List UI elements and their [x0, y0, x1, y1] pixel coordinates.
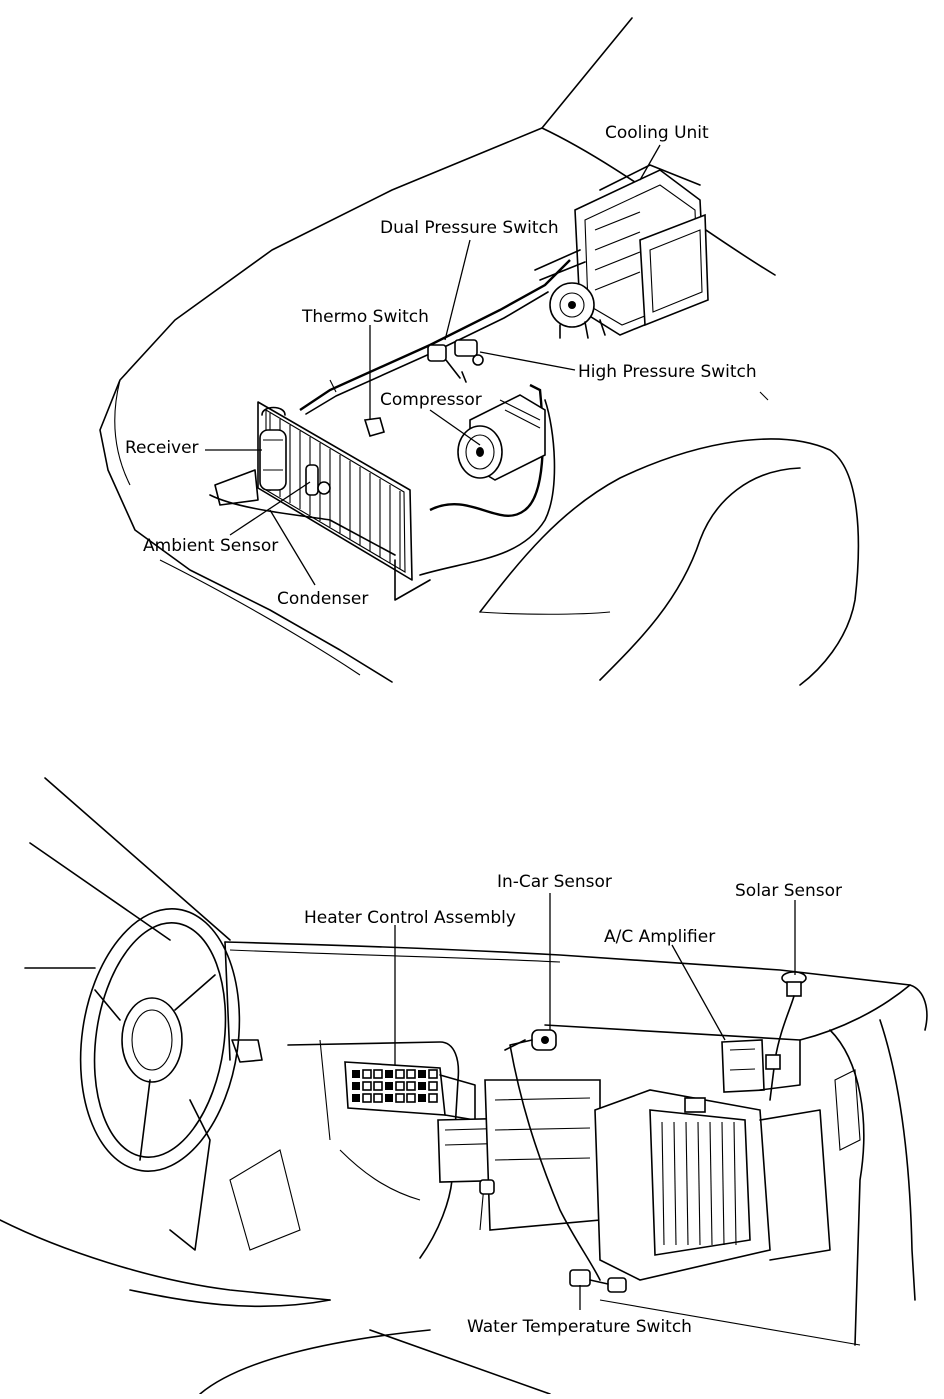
- unit-fin: [673, 1121, 677, 1246]
- control-button: [362, 1093, 372, 1103]
- compressor: [457, 394, 546, 481]
- control-button: [362, 1081, 372, 1091]
- control-button: [418, 1094, 426, 1102]
- control-button: [373, 1069, 383, 1079]
- unit-fin: [697, 1121, 701, 1246]
- unit-fin: [661, 1121, 665, 1246]
- control-button: [395, 1093, 405, 1103]
- cabin-leaders: [394, 893, 796, 1310]
- dash-heater-unit: [437, 1079, 831, 1281]
- thermo-switch: [363, 417, 385, 437]
- control-button: [373, 1093, 383, 1103]
- condenser: [209, 401, 431, 601]
- control-button: [352, 1094, 360, 1102]
- solar-sensor: [765, 971, 807, 1101]
- control-button: [418, 1082, 426, 1090]
- label-receiver: Receiver: [125, 438, 199, 458]
- unit-fin: [733, 1121, 737, 1246]
- control-button: [352, 1070, 360, 1078]
- ac-amplifier: [544, 1024, 801, 1093]
- label-ac-amplifier: A/C Amplifier: [604, 927, 715, 947]
- control-button: [352, 1082, 360, 1090]
- vehicle-body-outline: [99, 17, 860, 686]
- control-button: [428, 1081, 438, 1091]
- control-button: [406, 1069, 416, 1079]
- label-condenser: Condenser: [277, 589, 368, 609]
- label-compressor: Compressor: [380, 390, 482, 410]
- label-solar-sensor: Solar Sensor: [735, 881, 842, 901]
- label-dual-pressure-switch: Dual Pressure Switch: [380, 218, 559, 238]
- control-button: [373, 1081, 383, 1091]
- unit-fin: [709, 1121, 713, 1246]
- control-button: [385, 1070, 393, 1078]
- engine-bay-view: Cooling Unit Dual Pressure Switch Thermo…: [99, 17, 860, 686]
- pressure-switches: [427, 339, 484, 383]
- receiver: [259, 406, 287, 491]
- control-button: [428, 1069, 438, 1079]
- engine-bay-leaders: [205, 144, 661, 586]
- unit-fin: [685, 1121, 689, 1246]
- control-button: [406, 1081, 416, 1091]
- in-car-sensor: [504, 1029, 601, 1281]
- label-cooling-unit: Cooling Unit: [605, 123, 709, 143]
- control-button: [406, 1093, 416, 1103]
- control-button: [385, 1094, 393, 1102]
- control-button: [385, 1082, 393, 1090]
- label-thermo-switch: Thermo Switch: [301, 307, 429, 327]
- label-heater-control-assembly: Heater Control Assembly: [304, 908, 516, 928]
- label-ambient-sensor: Ambient Sensor: [143, 536, 278, 556]
- label-high-pressure-switch: High Pressure Switch: [578, 362, 757, 382]
- cabin-view: In-Car Sensor Solar Sensor Heater Contro…: [0, 777, 928, 1395]
- heater-control-assembly: [344, 1061, 476, 1121]
- control-button: [362, 1069, 372, 1079]
- cooling-unit: [534, 164, 709, 339]
- label-in-car-sensor: In-Car Sensor: [497, 872, 612, 892]
- ambient-sensor: [305, 464, 331, 496]
- control-button: [395, 1069, 405, 1079]
- unit-fin: [721, 1121, 725, 1246]
- steering-wheel: [79, 908, 301, 1251]
- control-button: [395, 1081, 405, 1091]
- control-button: [428, 1093, 438, 1103]
- water-temperature-switch: [569, 1269, 627, 1293]
- label-water-temperature-switch: Water Temperature Switch: [467, 1317, 692, 1337]
- control-button: [418, 1070, 426, 1078]
